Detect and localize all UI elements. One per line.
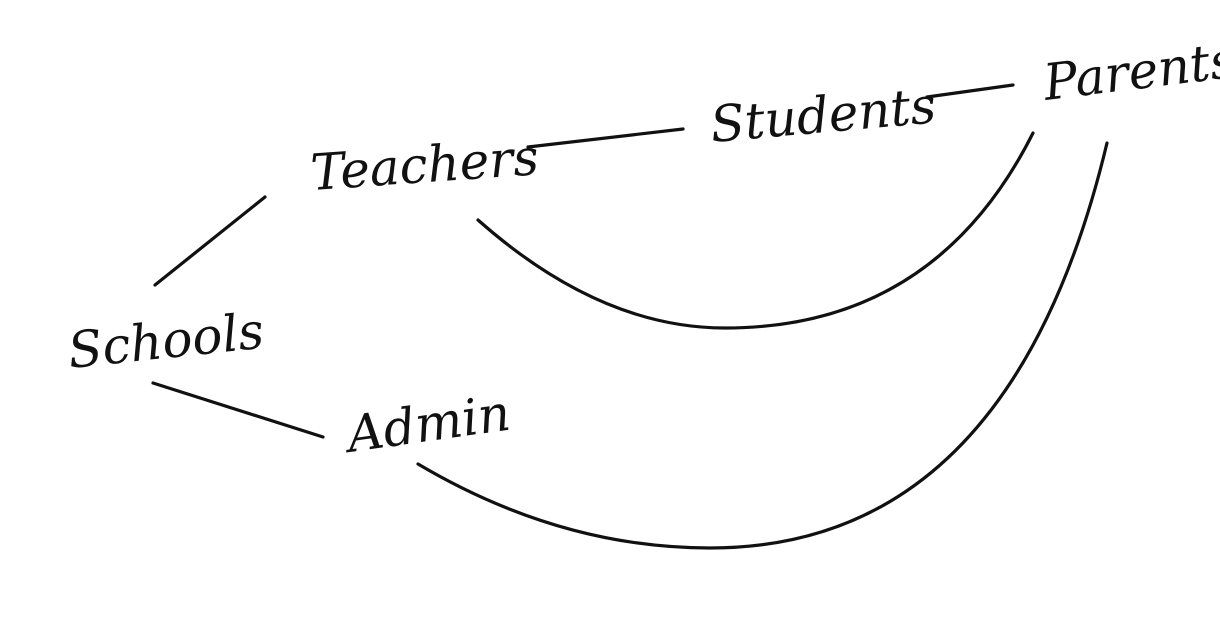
edge-schools-admin (151, 381, 325, 439)
node-students: Students (708, 76, 938, 153)
edge-students-parents (925, 83, 1015, 99)
node-schools: Schools (65, 302, 266, 380)
node-admin: Admin (340, 384, 514, 465)
edge-admin-parents (416, 141, 1109, 550)
node-parents: Parents (1039, 31, 1220, 112)
edge-teachers-students (526, 127, 685, 149)
edge-schools-teachers (153, 195, 267, 287)
edge-teachers-parents (476, 131, 1035, 330)
node-teachers: Teachers (309, 128, 541, 202)
